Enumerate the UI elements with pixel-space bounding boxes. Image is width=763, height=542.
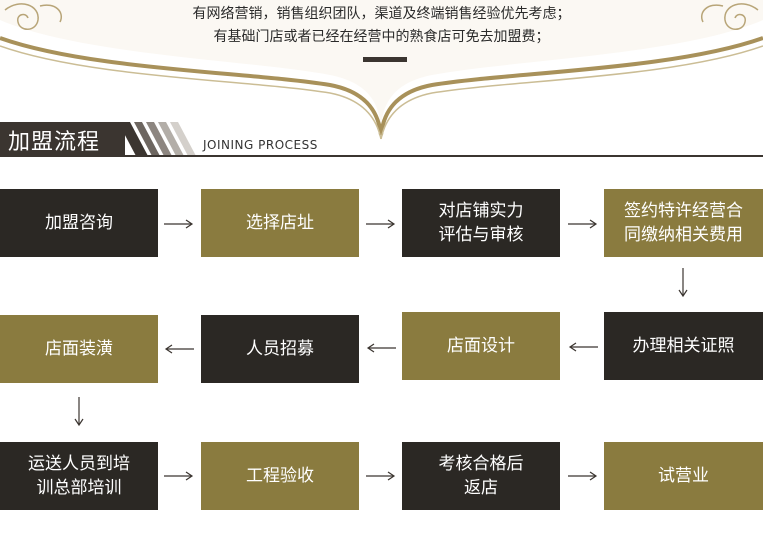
step-recruitment: 人员招募 <box>201 315 359 383</box>
step-acceptance: 工程验收 <box>201 442 359 510</box>
intro-line-1: 有网络营销，销售组织团队，渠道及终端销售经验优先考虑； <box>192 6 571 22</box>
divider-bar <box>363 57 407 62</box>
arrow-down-icon <box>74 397 84 427</box>
step-trial-operation: 试营业 <box>604 442 763 510</box>
arrow-right-icon <box>164 219 194 229</box>
section-subtitle: JOINING PROCESS <box>203 138 318 152</box>
step-return-store: 考核合格后 返店 <box>402 442 560 510</box>
step-consultation: 加盟咨询 <box>0 189 158 257</box>
section-title: 加盟流程 <box>8 130 101 155</box>
arrow-right-icon <box>366 219 396 229</box>
arrow-right-icon <box>164 471 194 481</box>
arrow-down-icon <box>678 268 688 298</box>
section-title-block <box>0 122 125 156</box>
step-store-design: 店面设计 <box>402 312 560 380</box>
step-licenses: 办理相关证照 <box>604 312 763 380</box>
step-decoration: 店面装潢 <box>0 315 158 383</box>
section-rule <box>0 155 763 157</box>
step-training: 运送人员到培 训总部培训 <box>0 442 158 510</box>
step-evaluation: 对店铺实力 评估与审核 <box>402 189 560 257</box>
arrow-right-icon <box>366 471 396 481</box>
arrow-left-icon <box>164 344 194 354</box>
arrow-left-icon <box>568 342 598 352</box>
intro-line-2: 有基础门店或者已经在经营中的熟食店可免去加盟费； <box>213 29 550 45</box>
top-ornament <box>0 0 763 140</box>
step-select-site: 选择店址 <box>201 189 359 257</box>
arrow-right-icon <box>568 471 598 481</box>
arrow-right-icon <box>568 219 598 229</box>
title-stripes <box>118 122 196 156</box>
step-sign-contract: 签约特许经营合 同缴纳相关费用 <box>604 189 763 257</box>
arrow-left-icon <box>366 343 396 353</box>
